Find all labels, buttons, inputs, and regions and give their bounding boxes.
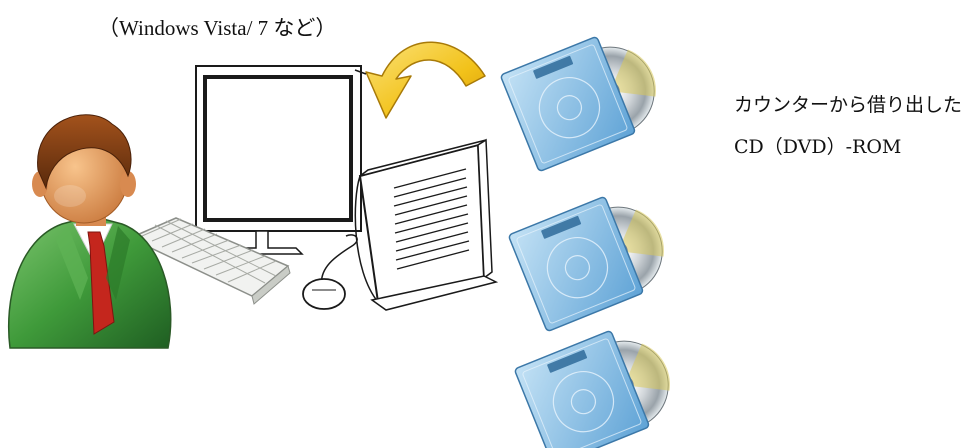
disc-case-1-icon <box>499 21 672 173</box>
monitor <box>195 65 367 255</box>
mouse <box>302 234 358 310</box>
cd-caption-line2: CD（DVD）-ROM <box>734 136 902 158</box>
transfer-arrow <box>365 41 486 119</box>
cd-caption-line1: カウンターから借り出した <box>734 94 963 116</box>
person-icon <box>7 114 172 349</box>
cd-caption: カウンターから借り出した CD（DVD）-ROM <box>734 84 962 168</box>
disc-case-3-icon <box>513 315 686 448</box>
pc-tower <box>354 138 499 311</box>
keyboard <box>128 217 291 305</box>
os-label: （Windows Vista/ 7 など） <box>98 16 337 40</box>
disc-case-2-icon <box>507 181 680 333</box>
